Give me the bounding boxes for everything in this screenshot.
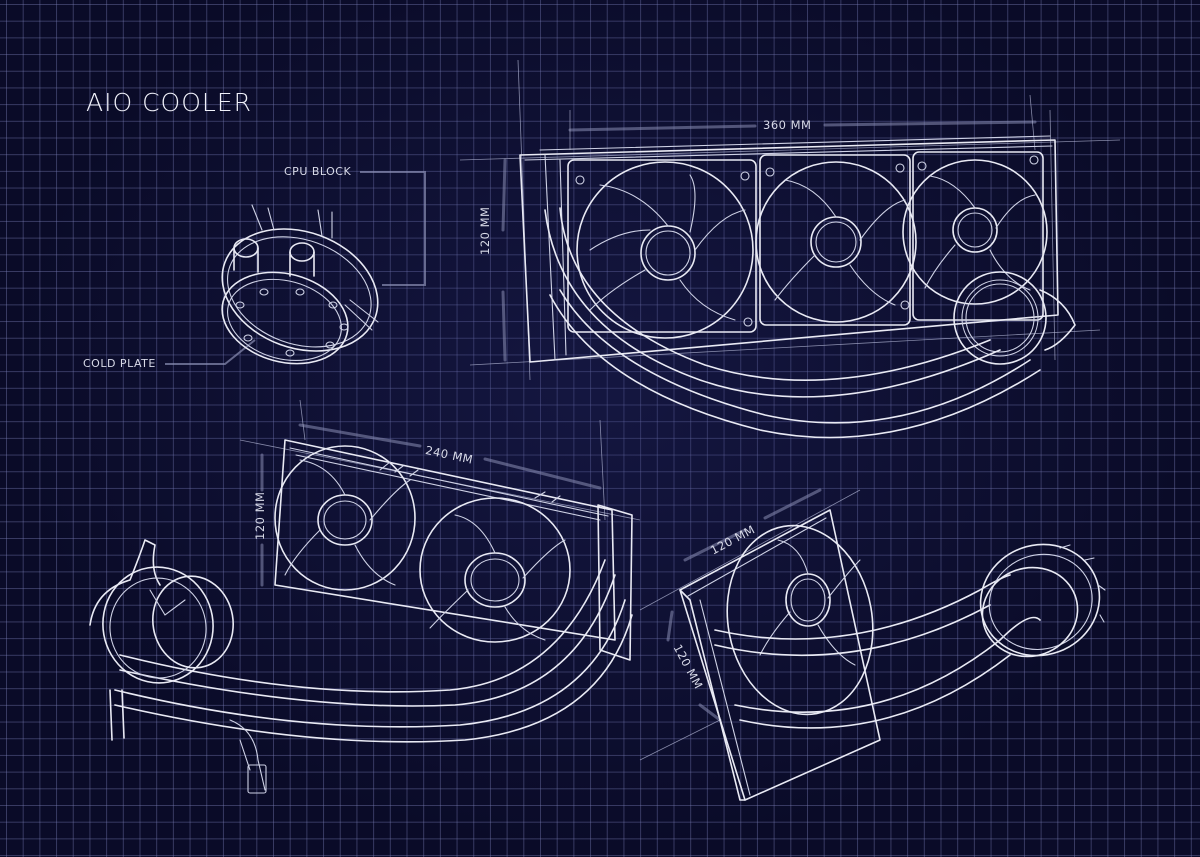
radiator-240-height-label: 120 MM <box>253 491 267 540</box>
drawing-title: AIO COOLER <box>86 88 253 117</box>
cold-plate-label: COLD PLATE <box>83 357 156 370</box>
pump-head-drawing <box>89 539 267 794</box>
radiator-240-drawing <box>114 399 641 743</box>
cpu-block-label: CPU BLOCK <box>284 165 352 178</box>
radiator-360-drawing <box>459 59 1121 439</box>
radiator-120-drawing <box>639 488 1106 801</box>
radiator-360-height-label: 120 MM <box>478 206 492 255</box>
cpu-block-drawing <box>165 171 426 365</box>
cpu-block-leader-line <box>360 171 426 286</box>
radiator-360-width-label: 360 MM <box>763 118 812 132</box>
